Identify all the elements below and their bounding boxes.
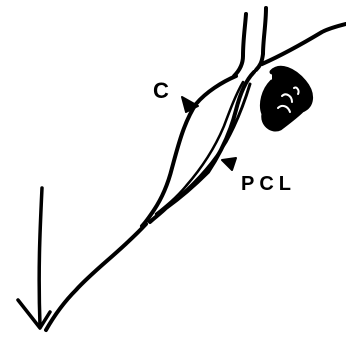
bulb-cluster: [262, 68, 310, 129]
arrow-head-icon: [18, 300, 50, 328]
left-stem: [234, 14, 246, 76]
arrow-shaft-icon: [39, 188, 42, 326]
c-pointer-icon: [182, 97, 198, 112]
label-c: C: [153, 80, 169, 102]
label-pcl: PCL: [241, 174, 296, 194]
pcl-pointer-icon: [222, 158, 236, 170]
descending-tail: [46, 224, 146, 330]
right-branch: [262, 24, 346, 64]
